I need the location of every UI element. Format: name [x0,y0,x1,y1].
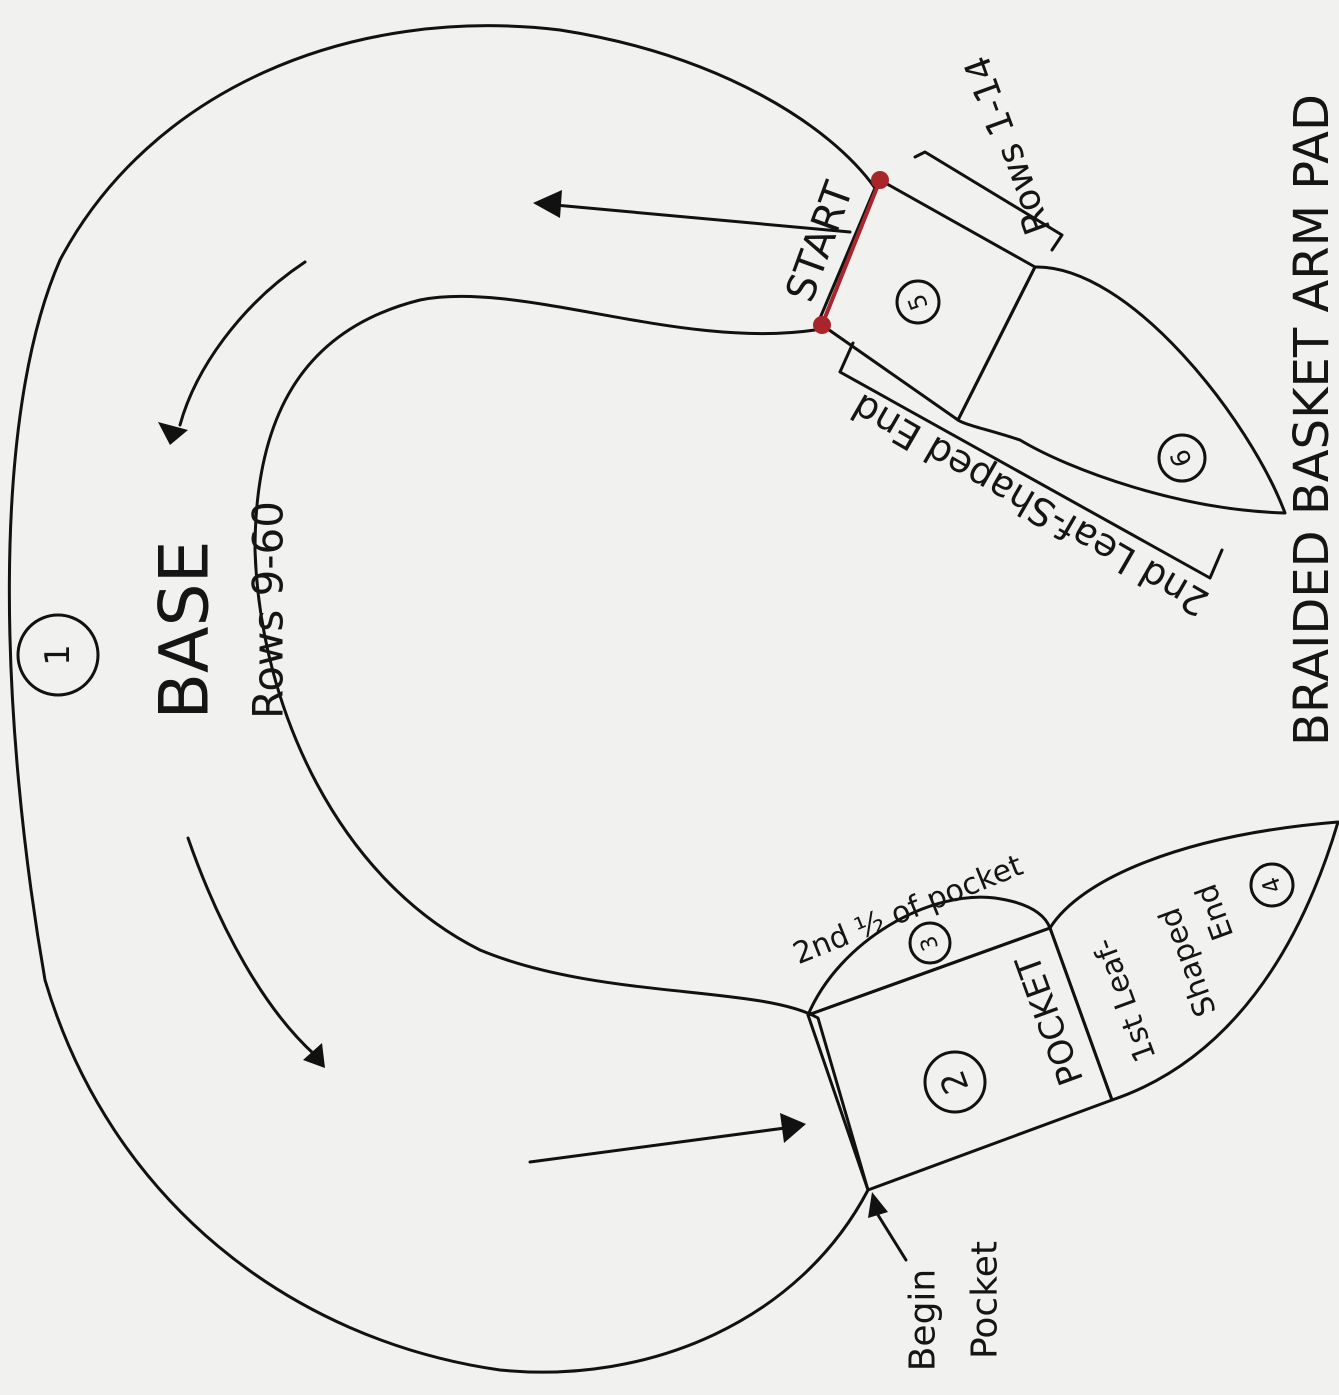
edge-title: BRAIDED BASKET ARM PAD [1284,94,1339,746]
start-marker-dot [813,316,831,334]
arrow-down-icon [158,262,305,445]
base-number: 1 [38,644,78,666]
first-leaf-number: 4 [1256,873,1288,897]
arrow-right-icon [530,1113,806,1162]
begin-label: Pocket [965,1241,1006,1359]
arrow-up-icon [868,1192,906,1260]
half-number: 3 [916,932,944,954]
first-leaf-label: 1st Leaf- [1087,933,1164,1066]
second-leaf-label: 2nd Leaf-Shaped End [844,385,1216,625]
start-label: START [777,176,863,308]
half-label: 2nd ½ of pocket [788,848,1028,972]
pocket-number: 2 [933,1065,978,1099]
section6-number: 6 [1165,445,1199,471]
section5-rows: Rows 1-14 [957,50,1059,240]
section5-number: 5 [902,290,934,314]
arrow-down-icon [188,838,325,1068]
begin-label: Begin [903,1269,944,1372]
pocket-label: POCKET [1008,949,1092,1090]
base-rows: Rows 9-60 [244,501,293,719]
base-shape [9,26,875,1372]
base-title: BASE [146,540,225,719]
start-marker-dot [871,171,889,189]
